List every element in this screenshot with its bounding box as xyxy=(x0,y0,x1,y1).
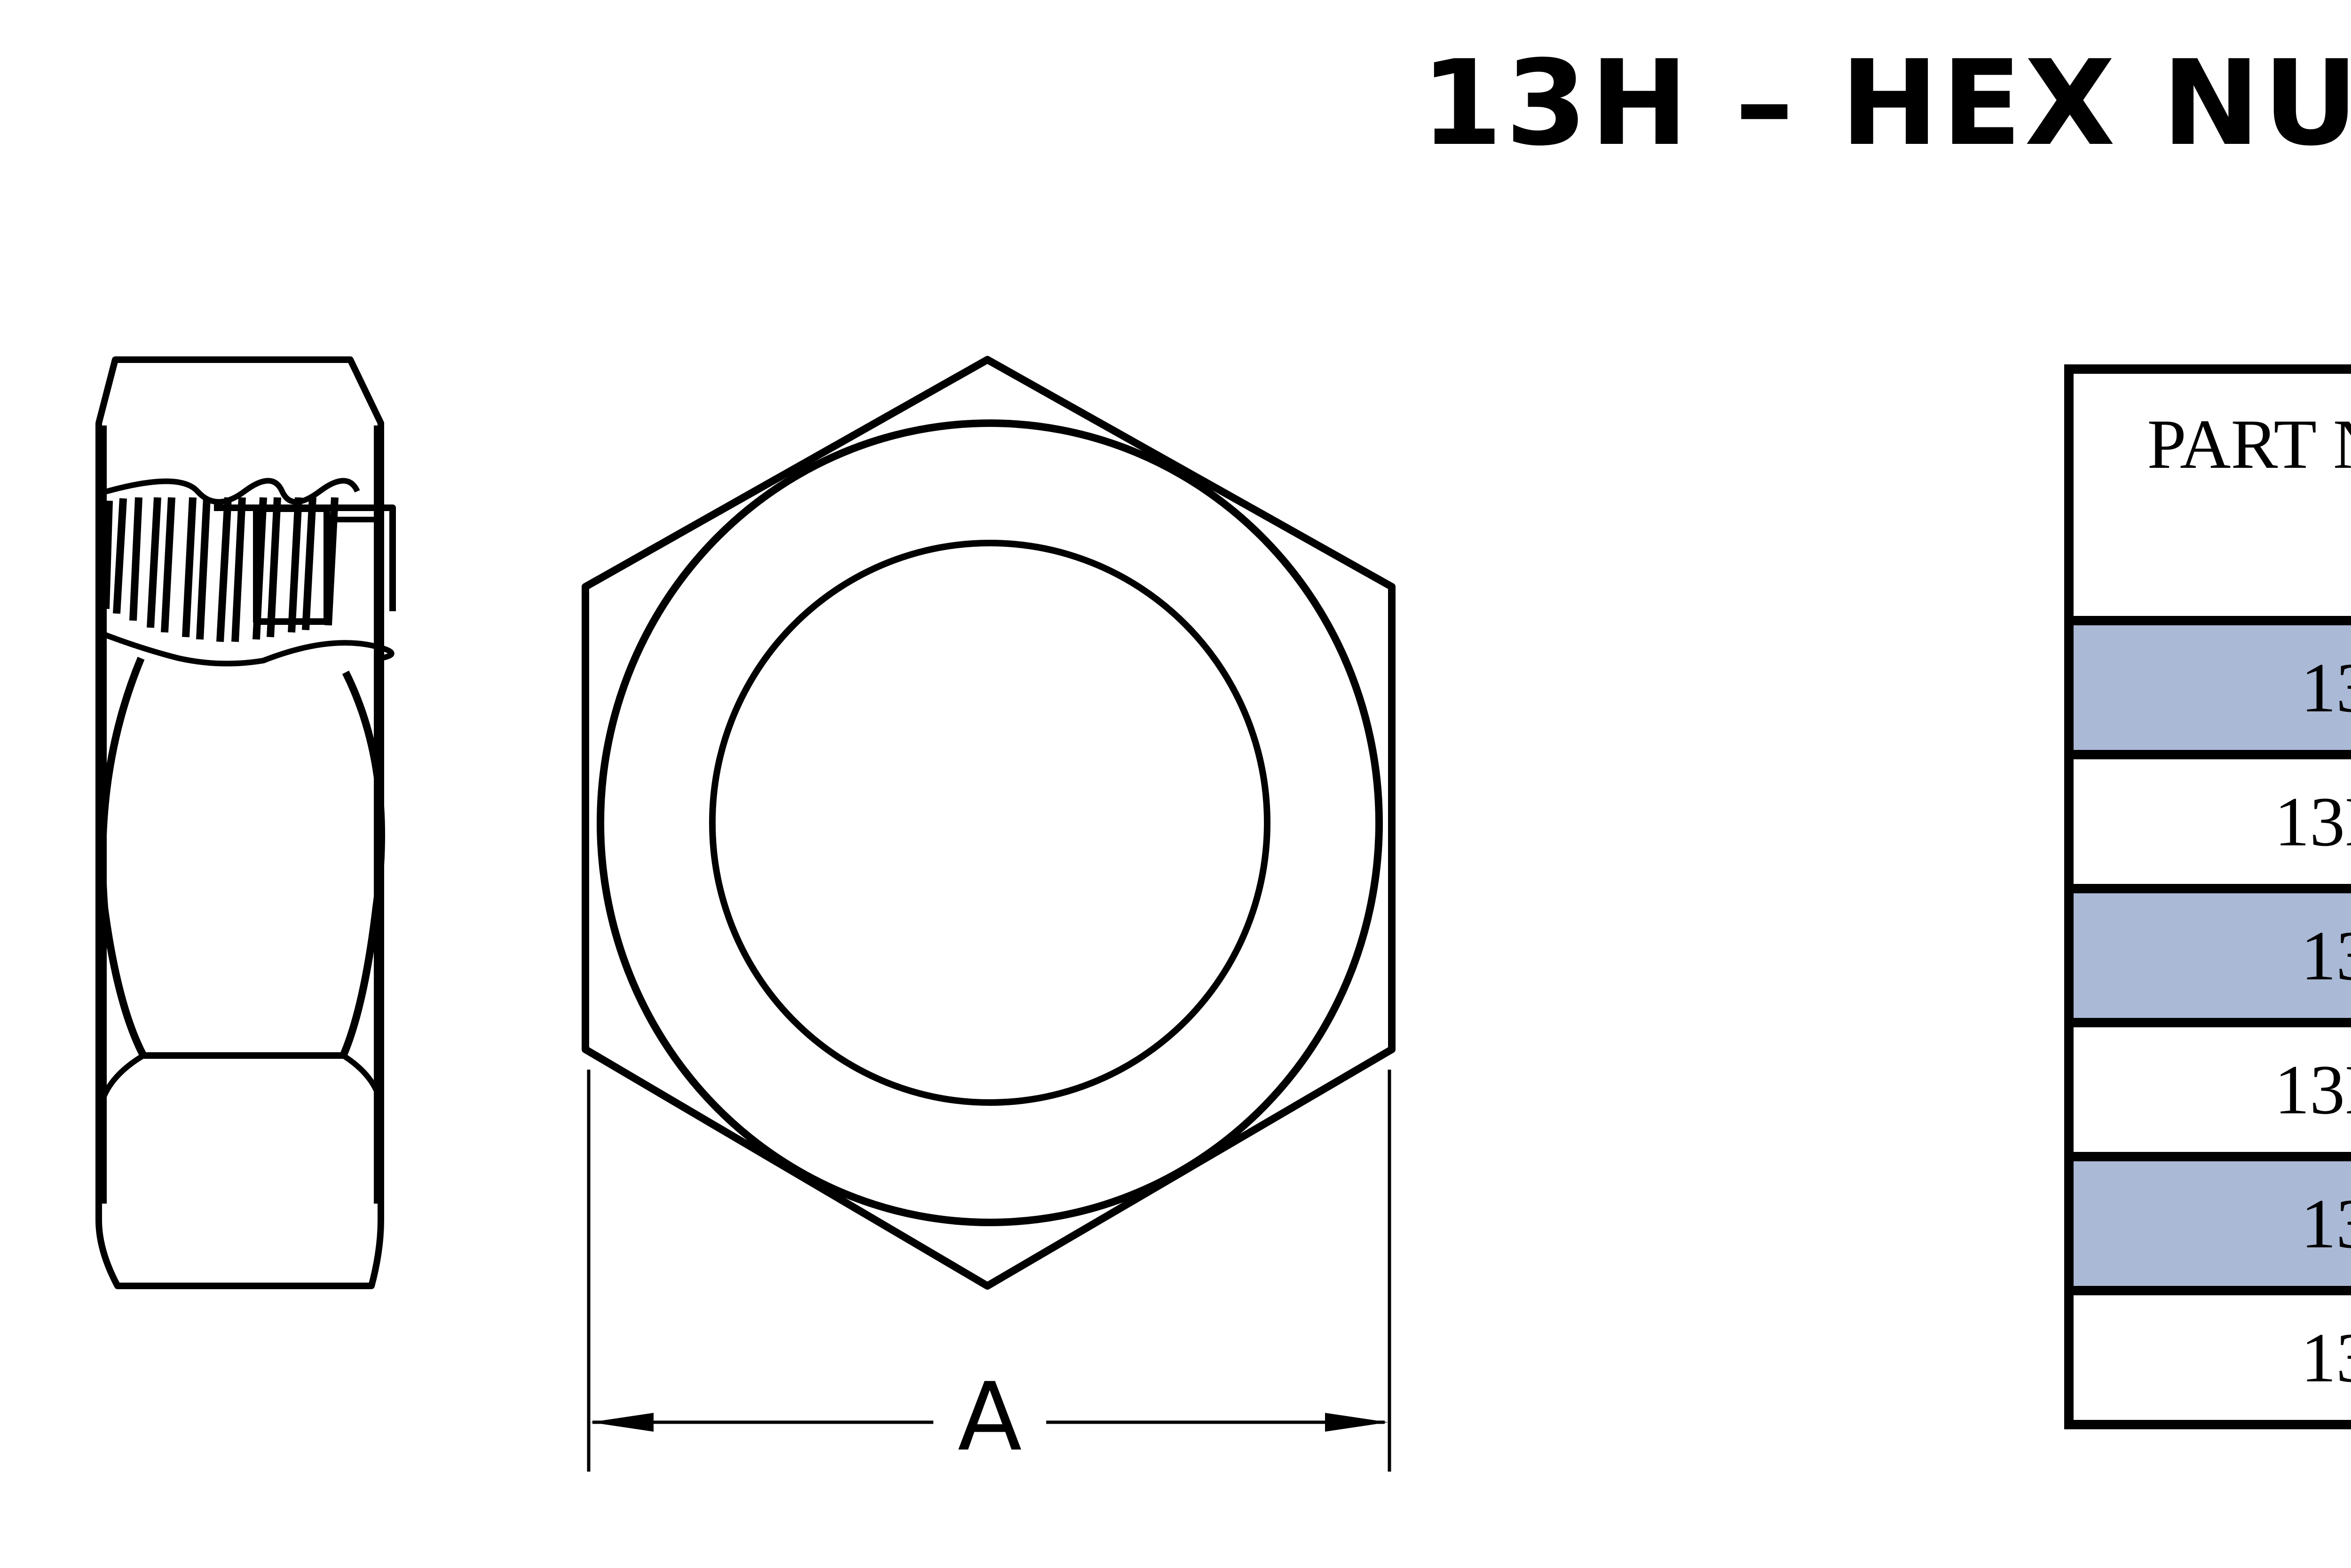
dimension-a xyxy=(587,1070,1391,1472)
table-row: 13H-1 1 1.812 xyxy=(2064,616,2351,759)
dimension-label-a: A xyxy=(957,1363,1022,1472)
table-row: 13H-3 3 4.188 xyxy=(2064,1152,2351,1295)
cell-part-number: 13H-1 xyxy=(2064,616,2351,759)
cell-part-number: 13H-2 xyxy=(2064,884,2351,1027)
cell-part-number: 13H-4 xyxy=(2064,1286,2351,1429)
table-row: 13H-2 2 3.000 xyxy=(2064,884,2351,1027)
hex-front-view xyxy=(582,356,1396,1290)
page-title: 13H – HEX NUT xyxy=(1420,35,2351,172)
table-header-row: PART NUMBER SIZE (inches) A (inches) xyxy=(2064,364,2351,625)
spec-table: PART NUMBER SIZE (inches) A (inches) 13H… xyxy=(2064,364,2351,1429)
header-part-number: PART NUMBER xyxy=(2064,364,2351,625)
table-row: 13H-1.5 1-1/2 2.406 xyxy=(2064,750,2351,893)
side-section-view xyxy=(95,356,396,1289)
table-row: 13H-2.5 2-1/2 3.594 xyxy=(2064,1018,2351,1161)
cell-part-number: 13H-3 xyxy=(2064,1152,2351,1295)
table-row: 13H-4 4 5.438 xyxy=(2064,1286,2351,1429)
cell-part-number: 13H-2.5 xyxy=(2064,1018,2351,1161)
cell-part-number: 13H-1.5 xyxy=(2064,750,2351,893)
